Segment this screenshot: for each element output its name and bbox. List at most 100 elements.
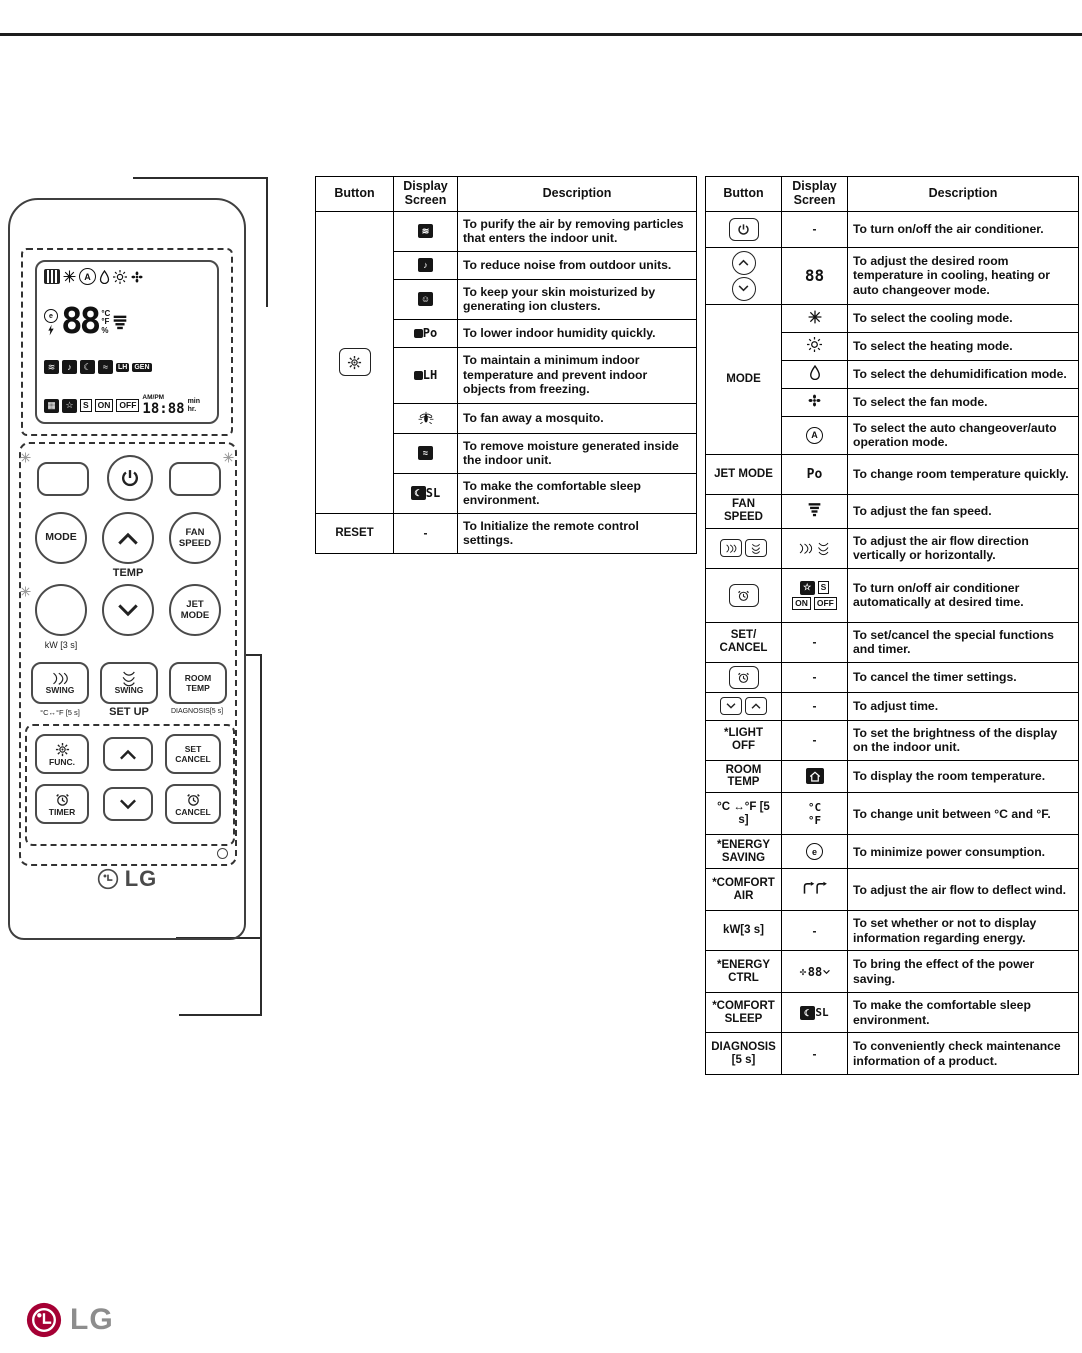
fan-label-2: SPEED xyxy=(178,537,212,549)
display-cell: - xyxy=(781,210,848,248)
power-icon xyxy=(738,223,749,235)
table-row: 88 To adjust the desired room temperatur… xyxy=(705,246,1079,305)
description-cell: To keep your skin moisturized by generat… xyxy=(457,278,697,320)
temp-up-button xyxy=(102,512,154,564)
off-timer-tag: OFF xyxy=(116,399,140,413)
table-row: *LIGHT OFF - To set the brightness of th… xyxy=(705,719,1079,761)
mosquito-icon xyxy=(418,411,433,424)
lcd-display: A e 88 °C °F % xyxy=(35,260,219,424)
alarm-clock-icon xyxy=(55,793,69,806)
cancel-timer-button-icon xyxy=(728,665,759,689)
air-purify-icon: ≋ xyxy=(44,360,59,375)
chevron-up-icon xyxy=(120,749,136,759)
description-cell: To maintain a minimum indoor temperature… xyxy=(457,346,697,404)
power-button-cell xyxy=(705,210,782,248)
celsius-display: °C xyxy=(807,800,822,814)
lcd-function-icons-row: ≋ ♪ ☾ ≈ LH GEN xyxy=(44,360,210,375)
display-cell: ☆ S ON OFF xyxy=(781,567,848,623)
col-display-screen: Display Screen xyxy=(781,176,848,212)
swing-buttons-cell xyxy=(705,527,782,569)
cancel-timer-button-cell xyxy=(705,661,782,693)
table-row: To select the fan mode. xyxy=(706,387,1079,417)
table-header-row: Button Display Screen Description xyxy=(705,176,1079,212)
lcd-panel-outline: A e 88 °C °F % xyxy=(21,248,233,436)
description-cell: To make the comfortable sleep environmen… xyxy=(457,472,697,514)
energy-letter: e xyxy=(49,312,53,320)
lcd-timer-row: ▦ ☆ S ON OFF AM/PM 18:88 min hr. xyxy=(44,395,210,416)
kw-button-cell: kW[3 s] xyxy=(705,910,782,952)
description-cell: To lower indoor humidity quickly. xyxy=(457,318,697,348)
col-display-screen: Display Screen xyxy=(393,176,458,212)
table-row: *COMFORT SLEEP ☾SL To make the comfortab… xyxy=(705,992,1079,1034)
table-row: °C ↔°F [5 s] °C °F To change unit betwee… xyxy=(705,792,1079,836)
table-row: ☾SL To make the comfortable sleep enviro… xyxy=(316,472,697,514)
lg-symbol-icon xyxy=(97,868,118,890)
display-cell: - xyxy=(781,1032,848,1076)
adjust-time-buttons-cell xyxy=(705,691,782,721)
time-up-button-icon xyxy=(745,697,767,715)
description-cell: To remove moisture generated inside the … xyxy=(457,432,697,474)
lcd-temperature-value: 88 xyxy=(61,301,101,343)
display-cell xyxy=(781,759,848,794)
asterisk-marker-icon xyxy=(20,584,31,602)
jet-indicator-icon xyxy=(413,329,423,339)
dry-icon: ≈ xyxy=(98,360,113,375)
jet-label-2: MODE xyxy=(180,609,210,621)
callout-line xyxy=(133,177,268,179)
table-row: *ENERGY CTRL 88 To bring the effect of t… xyxy=(705,950,1079,994)
kw-label: kW [3 s] xyxy=(44,640,78,650)
table-row: SET/ CANCEL - To set/cancel the special … xyxy=(705,621,1079,663)
gear-icon xyxy=(347,355,362,369)
description-cell: To bring the effect of the power saving. xyxy=(847,950,1079,994)
temp-88-display: 88 xyxy=(804,266,825,285)
table-row: To select the dehumidification mode. xyxy=(706,359,1079,389)
description-cell: To set whether or not to display informa… xyxy=(847,910,1079,952)
energy-saving-button-cell: *ENERGY SAVING xyxy=(705,834,782,870)
dry-icon: ≈ xyxy=(418,446,433,461)
remote-control-illustration: A e 88 °C °F % xyxy=(8,198,246,940)
table-row: - To adjust time. xyxy=(705,691,1079,721)
fan-speed-bars-icon xyxy=(114,315,127,329)
room-label-2: TEMP xyxy=(186,682,210,693)
description-cell: To reduce noise from outdoor units. xyxy=(457,250,697,280)
display-cell xyxy=(781,359,848,389)
comfort-air-icon xyxy=(803,881,827,894)
description-cell: To adjust the desired room temperature i… xyxy=(847,246,1079,305)
time-up-button xyxy=(103,737,153,771)
swing-icon xyxy=(122,671,135,686)
table-row: ROOM TEMP To display the room temperatur… xyxy=(705,759,1079,794)
energy-ctrl-button-cell: *ENERGY CTRL xyxy=(705,950,782,994)
description-cell: To turn on/off the air conditioner. xyxy=(847,210,1079,248)
func-button: FUNC. xyxy=(35,734,89,774)
set-cancel-button-cell: SET/ CANCEL xyxy=(705,621,782,663)
room-temp-button-cell: ROOM TEMP xyxy=(705,759,782,794)
po-display: Po xyxy=(422,326,438,340)
asterisk-marker-icon xyxy=(20,450,31,468)
small-arrow-icon xyxy=(823,970,831,975)
display-cell: ≈ xyxy=(393,432,458,474)
swing-icon xyxy=(751,543,760,554)
remote-lg-logo: LG xyxy=(8,866,246,892)
description-cell: To conveniently check maintenance inform… xyxy=(847,1032,1079,1076)
display-cell: - xyxy=(393,512,458,554)
ion-icon: ☺ xyxy=(418,292,433,307)
description-cell: To make the comfortable sleep environmen… xyxy=(847,992,1079,1034)
power-button-icon xyxy=(728,217,759,241)
chevron-down-icon xyxy=(738,285,749,292)
energy-ctrl-88-display: 88 xyxy=(807,964,823,979)
swing-label: SWING xyxy=(114,684,144,695)
comfort-sleep-button xyxy=(37,462,89,496)
table-header-row: Button Display Screen Description xyxy=(315,176,697,212)
sleep-icon: ☾ xyxy=(80,360,95,375)
display-cell xyxy=(781,331,848,361)
quiet-icon: ♪ xyxy=(62,360,77,375)
display-cell: ☾SL xyxy=(393,472,458,514)
chevron-up-icon xyxy=(751,703,761,709)
display-cell: ≋ xyxy=(393,210,458,252)
sun-icon xyxy=(113,269,127,284)
func-button-cell xyxy=(315,210,394,514)
alarm-clock-icon xyxy=(738,672,749,683)
description-cell: To adjust time. xyxy=(847,691,1079,721)
description-cell: To select the cooling mode. xyxy=(847,303,1079,333)
